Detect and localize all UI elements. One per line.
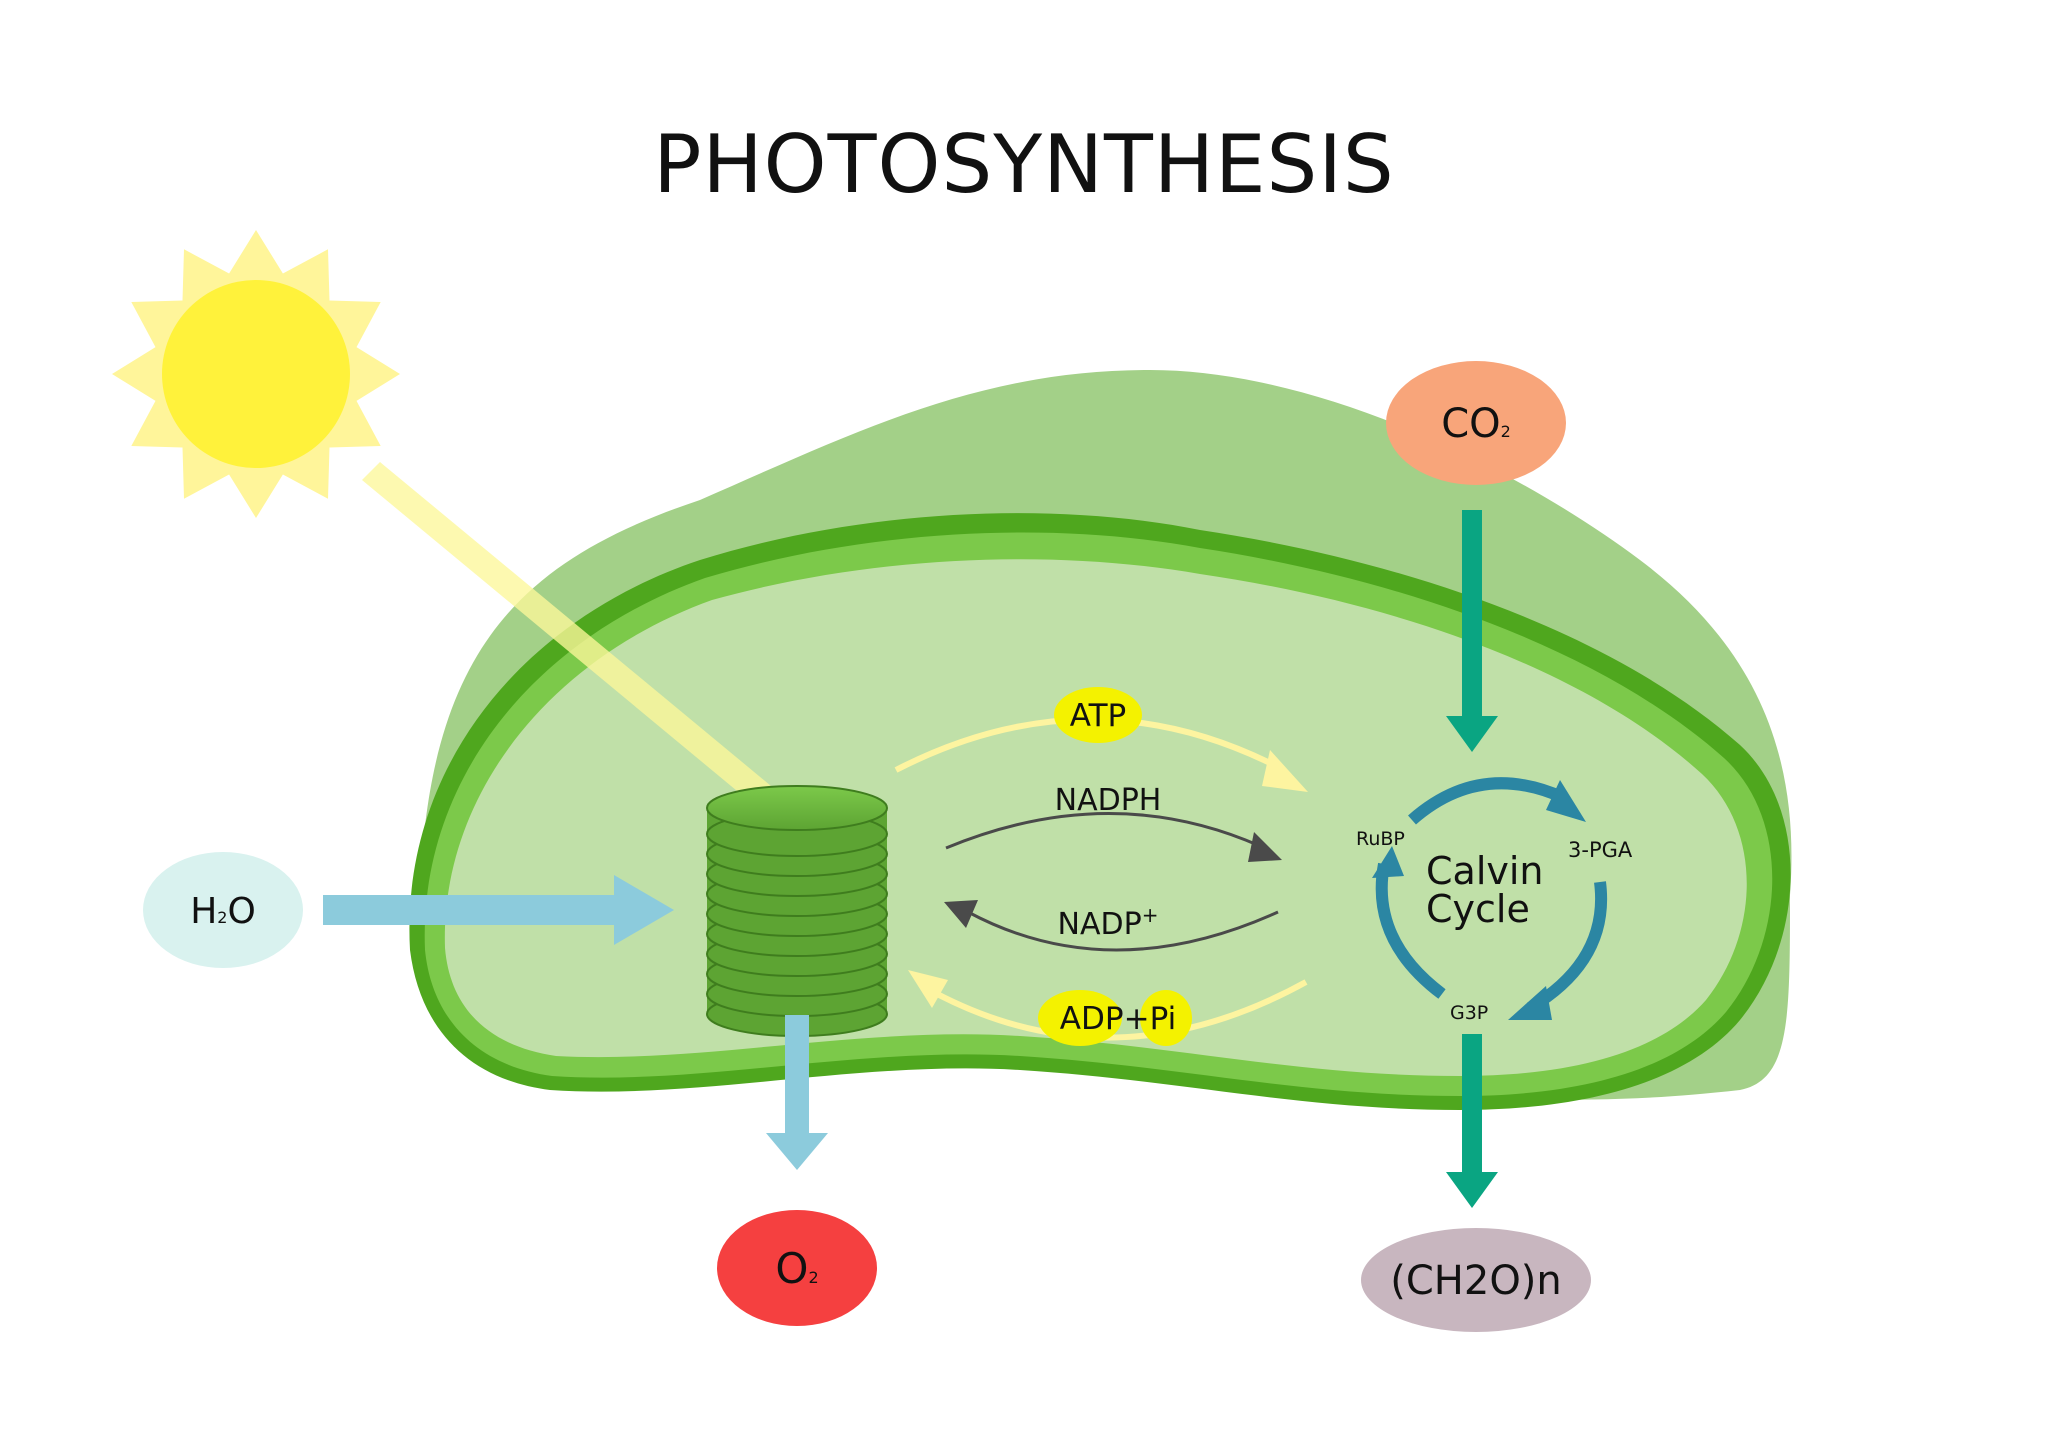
pga-label: 3-PGA: [1568, 838, 1633, 862]
calvin-cycle-arrows: [1372, 777, 1608, 1020]
h2o-bubble: [143, 852, 303, 968]
oxygen-arrow: [766, 1015, 828, 1170]
nadp-arrow: [944, 900, 1279, 952]
adp-badge: [1038, 990, 1122, 1046]
thylakoid-top: [706, 785, 888, 831]
calvin-cycle-title-line2: Cycle: [1426, 887, 1530, 931]
nadp-label: NADP+: [1058, 903, 1159, 942]
h2o-label: H2O: [190, 891, 256, 932]
g3p-label: G3P: [1450, 1002, 1488, 1024]
co2-arrow: [1446, 510, 1498, 752]
light-beam: [362, 462, 800, 810]
thylakoid-stack: [706, 785, 888, 1037]
o2-label: O2: [775, 1244, 818, 1293]
atp-label: ATP: [1070, 698, 1126, 734]
sugar-label: (CH2O)n: [1390, 1258, 1562, 1304]
o2-bubble: [717, 1210, 877, 1326]
adp-arrow: [908, 970, 1308, 1041]
pi-badge: [1140, 990, 1192, 1046]
co2-label: CO2: [1441, 401, 1511, 447]
calvin-cycle-title-line1: Calvin: [1426, 849, 1544, 893]
diagram-title: PHOTOSYNTHESIS: [653, 118, 1395, 211]
sugar-arrow: [1446, 1034, 1498, 1208]
atp-badge: [1054, 687, 1142, 743]
co2-bubble: [1386, 361, 1566, 485]
water-arrow: [323, 875, 674, 945]
nadph-label: NADPH: [1055, 783, 1162, 818]
adp-pi-label: ADP+Pi: [1060, 1001, 1176, 1037]
sun: [162, 280, 350, 468]
rubp-label: RuBP: [1356, 828, 1405, 850]
nadph-arrow: [945, 812, 1282, 862]
sugar-bubble: [1361, 1228, 1591, 1332]
